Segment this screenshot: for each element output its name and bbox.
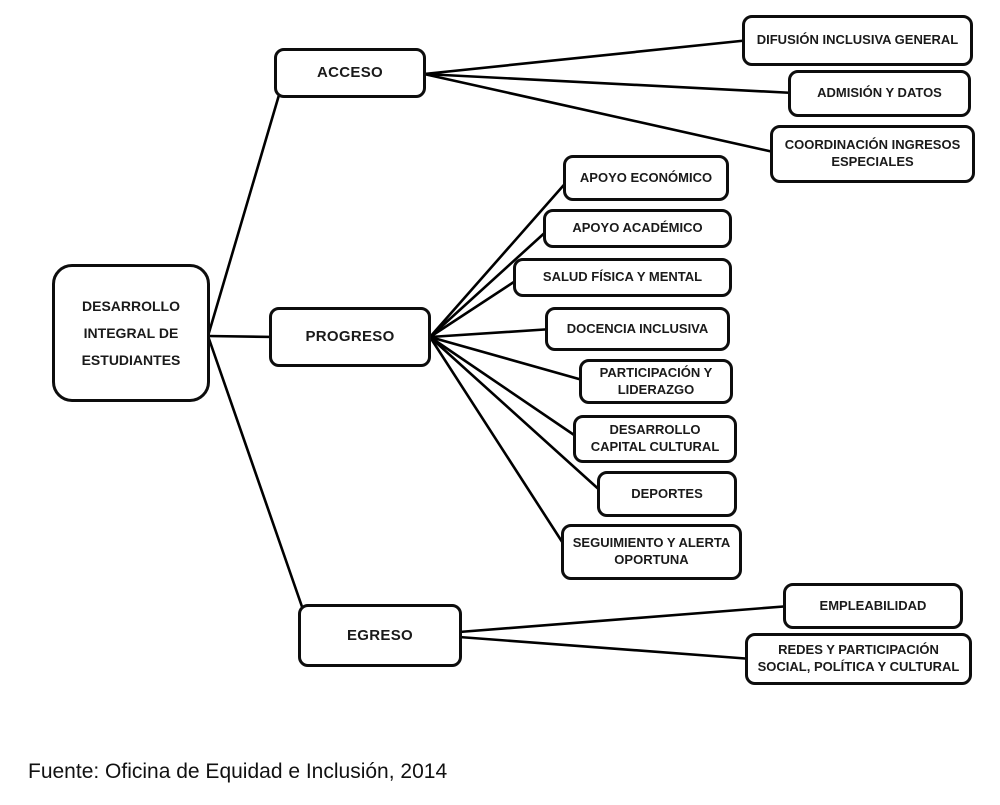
node-seguimiento-y-alerta-oportuna: SEGUIMIENTO Y ALERTA OPORTUNA <box>561 524 742 580</box>
node-admision-y-datos: ADMISIÓN Y DATOS <box>788 70 971 117</box>
node-redes-y-participacion: REDES Y PARTICIPACIÓN SOCIAL, POLÍTICA Y… <box>745 633 972 685</box>
node-apoyo-academico: APOYO ACADÉMICO <box>543 209 732 248</box>
node-apoyo-economico: APOYO ECONÓMICO <box>563 155 729 201</box>
node-participacion-y-liderazgo: PARTICIPACIÓN Y LIDERAZGO <box>579 359 733 404</box>
node-coordinacion-ingresos-especiales: COORDINACIÓN INGRESOS ESPECIALES <box>770 125 975 183</box>
node-desarrollo-integral: DESARROLLO INTEGRAL DE ESTUDIANTES <box>52 264 210 402</box>
node-acceso: ACCESO <box>274 48 426 98</box>
node-progreso: PROGRESO <box>269 307 431 367</box>
node-docencia-inclusiva: DOCENCIA INCLUSIVA <box>545 307 730 351</box>
node-deportes: DEPORTES <box>597 471 737 517</box>
node-empleabilidad: EMPLEABILIDAD <box>783 583 963 629</box>
source-caption: Fuente: Oficina de Equidad e Inclusión, … <box>28 760 448 783</box>
node-desarrollo-capital-cultural: DESARROLLO CAPITAL CULTURAL <box>573 415 737 463</box>
node-salud-fisica-y-mental: SALUD FÍSICA Y MENTAL <box>513 258 732 297</box>
node-difusion-inclusiva-general: DIFUSIÓN INCLUSIVA GENERAL <box>742 15 973 66</box>
node-egreso: EGRESO <box>298 604 462 667</box>
